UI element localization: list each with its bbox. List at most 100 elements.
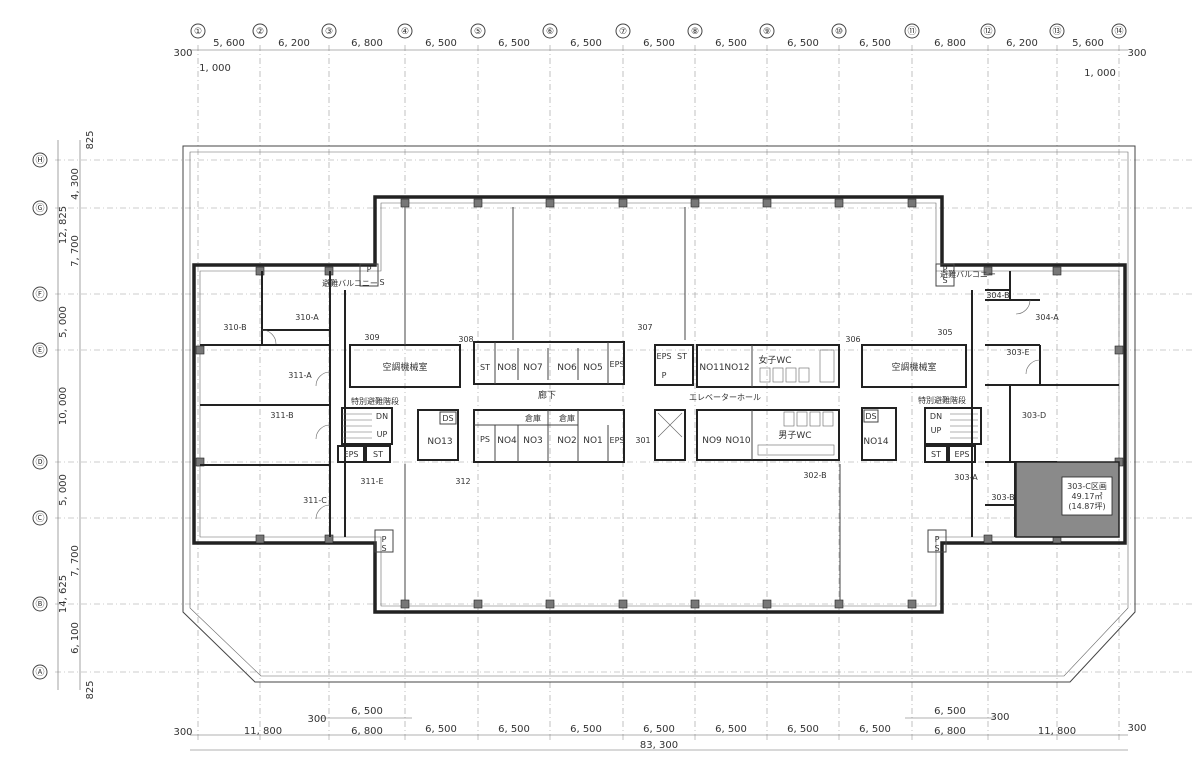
- left-s-bottom: S: [381, 544, 386, 553]
- room-303e: 303-E: [1006, 348, 1029, 357]
- grid-y-C: Ⓒ: [35, 513, 44, 524]
- dim-top-6: 6, 500: [570, 38, 602, 49]
- dim-top-10: 6, 500: [859, 38, 891, 49]
- left-wing: 310-B 310-A 311-A 311-B 311-C 309 311-E: [200, 271, 384, 537]
- highlight-303c-label-box: [1061, 476, 1113, 516]
- highlight-303c[interactable]: 303-C区画 49.17㎡ (14.87坪): [1015, 461, 1120, 538]
- dim-bottom-4: 6, 500: [498, 724, 530, 735]
- highlight-303c-label: 303-C区画: [1067, 482, 1107, 491]
- building-envelope: [192, 195, 1127, 614]
- dim-bottom-9: 6, 500: [859, 724, 891, 735]
- dim-top-12: 6, 200: [1006, 38, 1038, 49]
- balcony-left: 避難バルコニー: [322, 278, 378, 288]
- grid-x-11: ⑪: [907, 26, 916, 37]
- grid-bubbles-left: Ⓗ Ⓖ Ⓕ Ⓔ Ⓓ Ⓒ Ⓑ Ⓐ: [32, 152, 48, 680]
- no6: NO6: [557, 363, 577, 373]
- st-core-mid: ST: [677, 352, 687, 361]
- right-s-bottom: S: [934, 544, 939, 553]
- no2: NO2: [557, 436, 577, 446]
- dim-top-4: 6, 500: [425, 38, 457, 49]
- grid-bubbles-top: ① ② ③ ④ ⑤ ⑥ ⑦ ⑧ ⑨ ⑩ ⑪ ⑫ ⑬ ⑭: [190, 23, 1127, 39]
- right-p-top: P: [943, 265, 948, 274]
- right-s-top: S: [942, 276, 947, 285]
- highlight-303c-area-text: 49.17㎡: [1072, 492, 1103, 501]
- dim-top-9: 6, 500: [787, 38, 819, 49]
- no4: NO4: [497, 436, 517, 446]
- dim-bottom-3: 6, 500: [425, 724, 457, 735]
- site-outline: [182, 145, 1136, 683]
- dim-bottom-2: 6, 800: [351, 726, 383, 737]
- dim-total-width: 83, 300: [640, 740, 678, 751]
- dim-bottom-7: 6, 500: [715, 724, 747, 735]
- left-s-top: S: [379, 278, 384, 287]
- no8: NO8: [497, 363, 517, 373]
- no9: NO9: [702, 436, 722, 446]
- no10: NO10: [725, 436, 751, 446]
- room-304a: 304-A: [1035, 313, 1059, 322]
- dim-left-825-bottom: 825: [85, 680, 96, 699]
- no14: NO14: [863, 437, 889, 447]
- dim-bottom-1: 11, 800: [244, 726, 282, 737]
- dim-top-1: 5, 600: [213, 38, 245, 49]
- no5: NO5: [583, 363, 603, 373]
- dim-bottom-11: 11, 800: [1038, 726, 1076, 737]
- grid-x-8: ⑧: [691, 27, 699, 37]
- room-301: 301: [635, 436, 650, 445]
- dim-bottom-300-right: 300: [990, 712, 1009, 723]
- balcony-right: 避難バルコニー: [940, 269, 996, 279]
- grid-y-F: Ⓕ: [35, 289, 44, 300]
- room-302b: 302-B: [803, 471, 826, 480]
- grid-x-5: ⑤: [474, 27, 482, 37]
- dim-left-12825: 12, 825: [58, 206, 69, 244]
- right-eps: EPS: [955, 450, 970, 459]
- right-core: P S 避難バルコニー P S 306 305 空調機械室 特別避難階段 DS …: [845, 263, 996, 553]
- dim-left-5000-b: 5, 000: [58, 474, 69, 506]
- grid-y-B: Ⓑ: [35, 599, 44, 610]
- grid-x-7: ⑦: [619, 27, 627, 37]
- stair-right-label: 特別避難階段: [918, 395, 966, 405]
- grid-y-E: Ⓔ: [35, 345, 44, 356]
- storage-2: 倉庫: [559, 413, 575, 423]
- room-311c: 311-C: [303, 496, 327, 505]
- left-dn: DN: [376, 412, 388, 421]
- dim-left-10000: 10, 000: [58, 387, 69, 425]
- dim-bottom-6500-left: 6, 500: [351, 706, 383, 717]
- p-core-mid: P: [662, 371, 667, 380]
- eps-core-mid: EPS: [657, 352, 672, 361]
- room-311e: 311-E: [360, 477, 383, 486]
- left-st: ST: [373, 450, 383, 459]
- room-308: 308: [458, 335, 473, 344]
- grid-y-G: Ⓖ: [35, 203, 44, 214]
- ev-hall: エレベーターホール: [689, 393, 761, 402]
- dim-top-300-right: 300: [1127, 48, 1146, 59]
- dim-top-1000-left: 1, 000: [199, 63, 231, 74]
- dim-bottom-6: 6, 500: [643, 724, 675, 735]
- grid-y-A: Ⓐ: [35, 667, 44, 678]
- dim-top-7: 6, 500: [643, 38, 675, 49]
- room-309: 309: [364, 333, 379, 342]
- dim-bottom-300-b: 300: [1127, 723, 1146, 734]
- right-dn: DN: [930, 412, 942, 421]
- grid-x-4: ④: [401, 27, 409, 37]
- ds-left: DS: [442, 414, 453, 423]
- dim-left-7700-a: 7, 700: [70, 235, 81, 267]
- left-eps: EPS: [344, 450, 359, 459]
- central-core: ST NO8 NO7 NO6 NO5 EPS 廊下 倉庫 倉庫 PS NO4 N…: [404, 207, 841, 600]
- grid-x-13: ⑬: [1052, 26, 1061, 37]
- dim-top-300-left: 300: [173, 48, 192, 59]
- grid-x-3: ③: [325, 27, 333, 37]
- grid-y-D: Ⓓ: [35, 457, 44, 468]
- grid-x-6: ⑥: [546, 27, 554, 37]
- ac-room-right: 空調機械室: [891, 361, 936, 373]
- dimensions-bottom: 6, 500 300 6, 500 300 11, 800 6, 800 6, …: [173, 706, 1146, 751]
- dim-left-4300: 4, 300: [70, 168, 81, 200]
- storage-1: 倉庫: [525, 413, 541, 423]
- no3: NO3: [523, 436, 543, 446]
- dim-top-11: 6, 800: [934, 38, 966, 49]
- dim-bottom-300-left: 300: [307, 714, 326, 725]
- no1: NO1: [583, 436, 603, 446]
- dim-top-2: 6, 200: [278, 38, 310, 49]
- stair-left-label: 特別避難階段: [351, 396, 399, 406]
- dim-left-825-top: 825: [85, 130, 96, 149]
